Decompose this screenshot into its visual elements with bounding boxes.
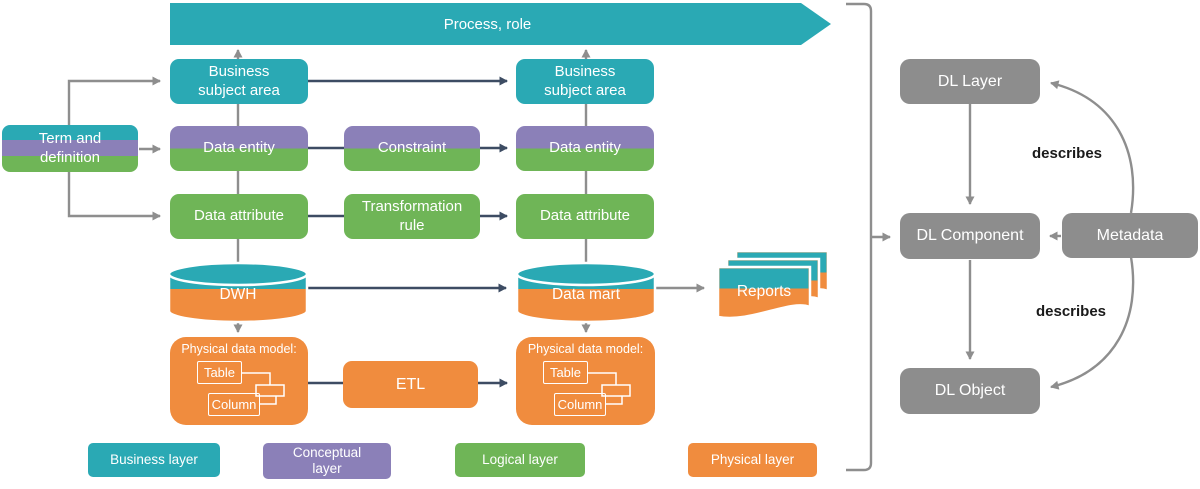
node-dl-object: DL Object [900, 368, 1040, 414]
pdm-table-box: Table [197, 361, 242, 384]
legend-physical-label: Physical layer [710, 452, 795, 468]
term-label: Term and definition [38, 130, 102, 166]
node-data-entity-conceptual: Data entity [170, 126, 308, 171]
legend-logical-layer: Logical layer [455, 443, 585, 477]
legend-business-label: Business layer [110, 452, 198, 468]
pdm-title-2: Physical data model: [527, 342, 644, 356]
bsa-label-2: Business subject area [544, 63, 626, 99]
node-etl: ETL [343, 361, 478, 408]
legend-physical-layer: Physical layer [688, 443, 817, 477]
node-physical-data-model-mart: Physical data model: Table Column [516, 337, 655, 425]
legend-conceptual-label: Conceptual layer [292, 445, 362, 476]
pdm-mini-diagram [242, 372, 285, 405]
process-role-banner: Process, role [170, 3, 831, 45]
node-dl-layer: DL Layer [900, 59, 1040, 104]
etl-label: ETL [395, 375, 426, 393]
describes-annotation-bottom: describes [1035, 303, 1107, 320]
describes-curve-top [1050, 80, 1135, 214]
data-entity-label-2: Data entity [549, 139, 621, 157]
describes-curve-bottom [1050, 256, 1135, 390]
dl-connectors [846, 2, 1135, 472]
node-business-subject-area-physical: Business subject area [516, 59, 654, 104]
dl-object-label: DL Object [934, 382, 1006, 400]
dwh-label: DWH [219, 286, 257, 303]
pdm-column-label-2: Column [557, 396, 603, 412]
pdm-table-box-2: Table [543, 361, 588, 384]
data-mart-label: Data mart [551, 286, 621, 303]
data-attribute-label-2: Data attribute [539, 207, 631, 225]
describes-annotation-top: describes [1031, 145, 1103, 162]
constraint-label: Constraint [377, 139, 447, 157]
legend-conceptual-layer: Conceptual layer [263, 443, 391, 479]
pdm-column-label: Column [211, 396, 257, 412]
node-constraint: Constraint [344, 126, 480, 171]
pdm-table-label-2: Table [549, 364, 582, 380]
node-business-subject-area-conceptual: Business subject area [170, 59, 308, 104]
transformation-rule-label: Transformation rule [361, 198, 463, 234]
process-role-label: Process, role [443, 15, 532, 33]
dwh-database-cylinder-icon [167, 261, 309, 324]
node-dl-component: DL Component [900, 213, 1040, 259]
node-data-entity-physical: Data entity [516, 126, 654, 171]
dark-connectors [307, 76, 508, 388]
legend-business-layer: Business layer [88, 443, 220, 477]
pdm-mini-diagram-2 [588, 372, 631, 405]
node-term-and-definition: Term and definition [2, 125, 138, 172]
data-entity-label: Data entity [203, 139, 275, 157]
legend-logical-label: Logical layer [482, 452, 558, 468]
reports-documents-icon [716, 249, 830, 320]
dl-component-label: DL Component [916, 227, 1024, 245]
scope-bracket [846, 2, 873, 472]
node-data-attribute-physical: Data attribute [516, 194, 654, 239]
metadata-label: Metadata [1096, 226, 1164, 244]
node-data-attribute-logical: Data attribute [170, 194, 308, 239]
dl-layer-label: DL Layer [937, 72, 1003, 90]
pdm-table-label: Table [203, 364, 236, 380]
pdm-title: Physical data model: [181, 342, 297, 356]
data-mart-database-cylinder-icon [515, 261, 657, 324]
pdm-column-box-2: Column [554, 393, 606, 416]
pdm-column-box: Column [208, 393, 260, 416]
bsa-label: Business subject area [198, 63, 280, 99]
reports-label: Reports [736, 283, 792, 300]
report-sheet-front [716, 265, 812, 320]
node-transformation-rule: Transformation rule [344, 194, 480, 239]
node-physical-data-model-dwh: Physical data model: Table Column [170, 337, 308, 425]
data-attribute-label: Data attribute [193, 207, 285, 225]
node-metadata: Metadata [1062, 213, 1198, 258]
